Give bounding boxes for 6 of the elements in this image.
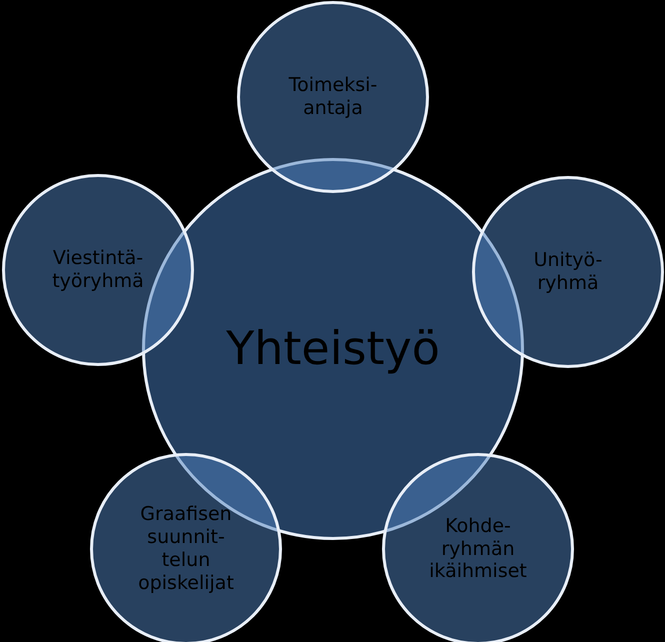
circle-label: Unityö- ryhmä — [532, 249, 604, 295]
circle-label: Graafisen suunnit- telun opiskelijat — [137, 503, 235, 595]
circle-label: Kohde- ryhmän ikäihmiset — [428, 514, 528, 584]
circle-label: Viestintä- työryhmä — [51, 247, 145, 293]
circle-label: Toimeksi- antaja — [288, 74, 378, 120]
center-label: Yhteistyö — [225, 321, 441, 377]
